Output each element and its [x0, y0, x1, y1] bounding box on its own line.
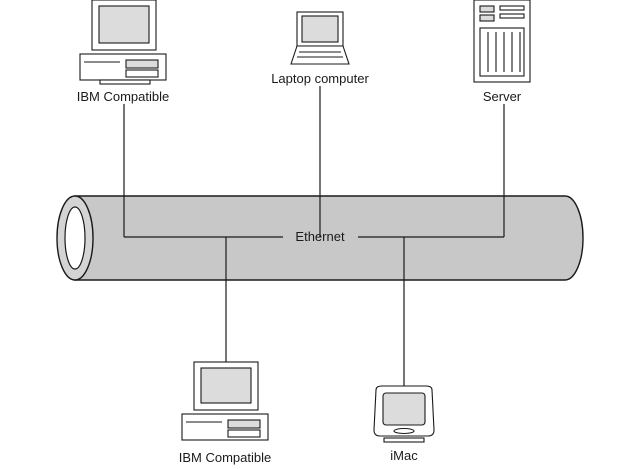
imac-label: iMac [390, 448, 418, 463]
desktop-pc-icon [79, 0, 167, 85]
imac-icon [373, 385, 435, 443]
laptop-computer-label: Laptop computer [271, 71, 369, 86]
ethernet-bus [56, 195, 584, 281]
ibm-compatible-bottom-label: IBM Compatible [179, 450, 271, 465]
connection-lines [123, 86, 505, 386]
ibm-compatible-top-label: IBM Compatible [77, 89, 169, 104]
server-tower-icon [473, 0, 531, 83]
laptop-icon [290, 11, 350, 65]
desktop-pc-icon [181, 361, 269, 441]
server-label: Server [483, 89, 522, 104]
ethernet-label: Ethernet [295, 229, 345, 244]
